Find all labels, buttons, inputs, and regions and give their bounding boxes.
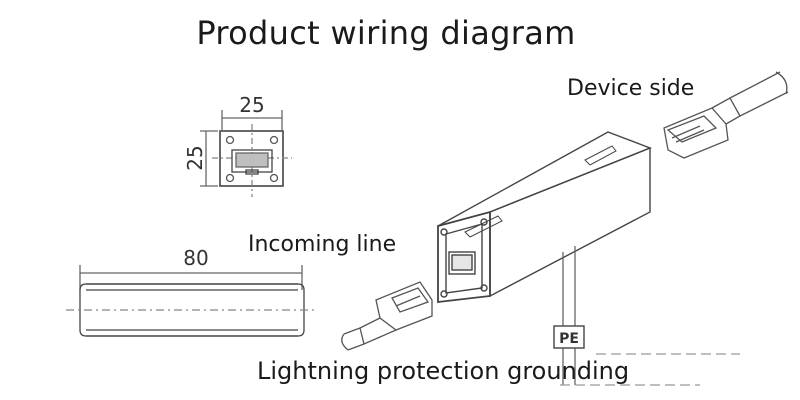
pe-ground-wire: PE xyxy=(553,246,585,385)
incoming-line-plug xyxy=(341,281,433,351)
pe-tag xyxy=(553,325,585,349)
length-dim: 80 xyxy=(183,246,208,270)
device-side-plug xyxy=(663,71,789,159)
pe-tag-label: PE xyxy=(559,331,579,347)
side-view: 80 xyxy=(66,246,318,337)
device-side-label: Device side xyxy=(567,76,695,101)
front-view: 25 25 xyxy=(183,93,292,197)
front-width-dim: 25 xyxy=(239,93,264,117)
front-height-dim: 25 xyxy=(183,145,207,170)
diagram-title: Product wiring diagram xyxy=(196,14,576,52)
protector-body xyxy=(437,131,652,304)
rj45-port xyxy=(235,152,269,168)
grounding-label: Lightning protection grounding xyxy=(257,357,630,385)
incoming-line-label: Incoming line xyxy=(248,232,397,257)
